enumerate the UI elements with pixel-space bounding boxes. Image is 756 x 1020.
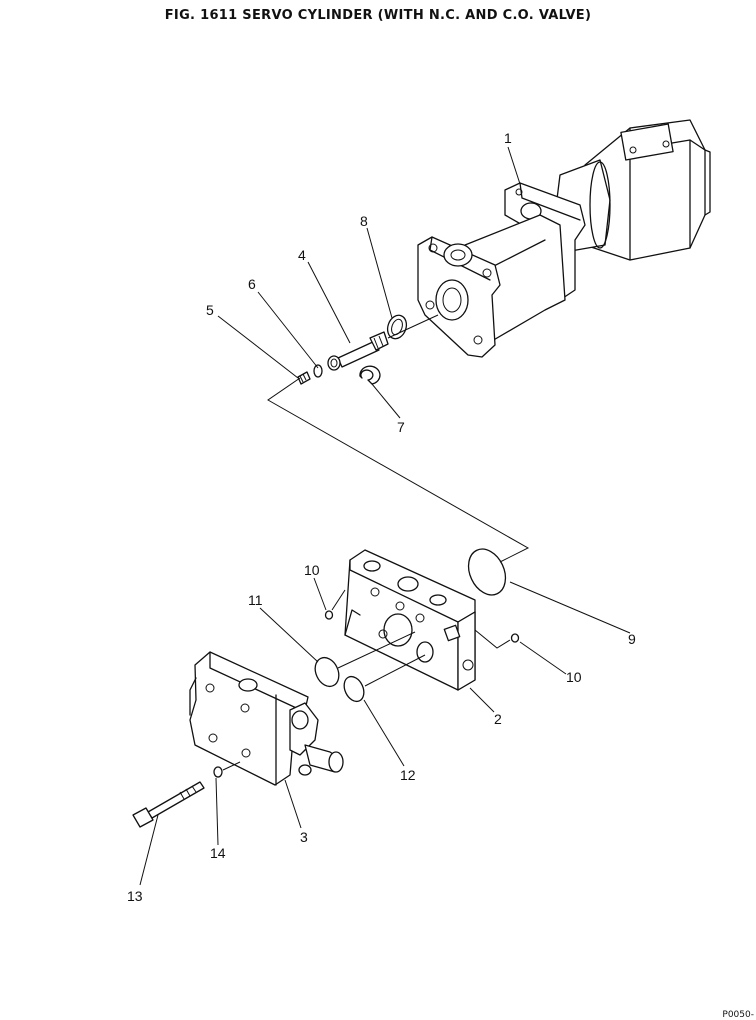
- callout-10-left: 10: [304, 562, 320, 578]
- assembly-lines: [139, 146, 631, 886]
- small-o-ring-part-10b: [510, 633, 520, 643]
- valve-block-part-2: [344, 549, 476, 691]
- callout-4: 4: [298, 247, 306, 263]
- long-bolt-part-13: [132, 781, 205, 828]
- o-ring-part-11: [314, 656, 340, 688]
- page-code: P0050-: [722, 1010, 754, 1020]
- valve-cover-part-3: [189, 651, 344, 786]
- callout-2: 2: [494, 711, 502, 727]
- callout-7: 7: [397, 419, 405, 435]
- set-screw-part-5: [297, 371, 311, 385]
- washer-part-14: [213, 766, 223, 778]
- callout-13: 13: [127, 888, 143, 904]
- small-o-ring-part-10a: [324, 610, 334, 620]
- callout-14: 14: [210, 845, 226, 861]
- bolt-part-4: [337, 340, 380, 368]
- seal-ring-part-8: [386, 314, 408, 340]
- callout-6: 6: [248, 276, 256, 292]
- callout-3: 3: [300, 829, 308, 845]
- servo-cylinder-part-1: [417, 119, 711, 358]
- washer: [313, 364, 323, 378]
- callout-11: 11: [248, 592, 263, 608]
- callout-8: 8: [360, 213, 368, 229]
- callout-numbers: 1 2 3 4 5 6 7 8 9 10 10 11 12 13 14: [127, 130, 636, 904]
- callout-9: 9: [628, 631, 636, 647]
- valve-small-parts: [297, 314, 439, 385]
- snap-ring-part-7: [359, 365, 381, 385]
- callout-10-right: 10: [566, 669, 582, 685]
- callout-1: 1: [504, 130, 512, 146]
- o-ring-part-9: [467, 548, 507, 596]
- figure-title: FIG. 1611 SERVO CYLINDER (WITH N.C. AND …: [164, 8, 592, 23]
- callout-5: 5: [206, 302, 214, 318]
- o-ring-part-12: [343, 675, 365, 703]
- nut-part-6: [327, 355, 341, 371]
- callout-12: 12: [400, 767, 416, 783]
